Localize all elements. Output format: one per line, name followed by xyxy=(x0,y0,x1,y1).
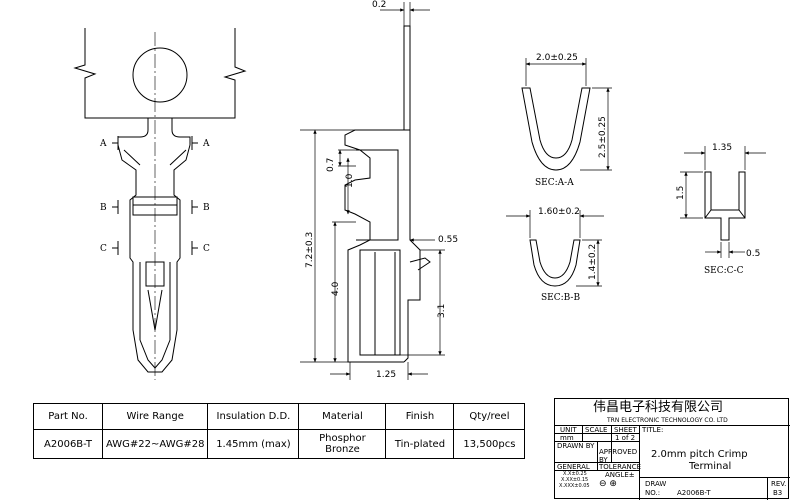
sec-aa-height: 2.5±0.25 xyxy=(598,116,608,158)
cell-material: Phosphor Bronze xyxy=(298,429,387,459)
dim-barrel-outer-height: 0.7 xyxy=(326,158,336,172)
sheet-label: SHEET xyxy=(614,426,637,434)
tolerance-label: TOLERANCE xyxy=(599,463,642,471)
sec-bb-height: 1.4±0.2 xyxy=(588,244,598,280)
section-label-b-left: B xyxy=(100,203,107,213)
section-bb xyxy=(529,239,581,287)
dim-tab-length: 3.1 xyxy=(437,304,447,318)
title-line2: Terminal xyxy=(689,461,732,472)
title-line1: 2.0mm pitch Crimp xyxy=(651,449,748,460)
sec-cc-height: 1.5 xyxy=(676,186,686,200)
cell-wire-range: AWG#22~AWG#28 xyxy=(101,429,209,459)
rev-value: B3 xyxy=(773,489,783,497)
dim-top-thickness: 0.2 xyxy=(372,0,386,10)
projection-icon: ⊖ ⊕ xyxy=(599,479,617,489)
unit-label: UNIT xyxy=(560,426,577,434)
sheet-value: 1 of 2 xyxy=(615,434,636,442)
sec-bb-title: SEC:B-B xyxy=(541,293,580,303)
pilot-hole xyxy=(132,47,188,103)
section-cut-markers xyxy=(112,136,198,255)
section-aa-dimensions xyxy=(525,58,612,171)
draw-no-label: DRAW NO.: xyxy=(645,480,667,497)
side-view xyxy=(344,25,431,363)
dim-total-length: 7.2±0.3 xyxy=(305,232,315,268)
section-aa xyxy=(521,87,591,171)
dim-barrel-inner-height: 1.0 xyxy=(345,173,355,188)
header-insulation: Insulation D.D. xyxy=(207,403,300,430)
section-label-a-left: A xyxy=(99,139,107,149)
tol-2: X.XX±0.15 xyxy=(561,477,589,483)
header-part-no: Part No. xyxy=(33,403,103,430)
approved-by: APPROVED BY xyxy=(599,448,638,464)
cell-finish: Tin-plated xyxy=(385,429,455,459)
section-label-b-right: B xyxy=(203,203,210,213)
unit-value: mm xyxy=(560,434,574,442)
side-view-dimensions xyxy=(300,2,445,380)
spec-table-header: Part No. Wire Range Insulation D.D. Mate… xyxy=(33,403,526,430)
title-label: TITLE: xyxy=(642,426,664,434)
sec-aa-width: 2.0±0.25 xyxy=(536,53,578,63)
rev-label: REV. xyxy=(771,480,787,488)
section-label-c-left: C xyxy=(100,244,107,254)
cell-insulation: 1.45mm (max) xyxy=(207,429,300,459)
sec-cc-width: 1.35 xyxy=(712,143,732,153)
sec-aa-title: SEC:A-A xyxy=(535,178,574,188)
drawn-by: DRAWN BY xyxy=(557,442,595,450)
section-bb-dimensions xyxy=(506,210,604,287)
sec-cc-title: SEC:C-C xyxy=(704,266,744,276)
dim-contact-length: 4.0 xyxy=(331,281,341,296)
general-label: GENERAL xyxy=(557,463,590,471)
sec-cc-slot: 0.5 xyxy=(746,249,760,259)
spec-table-row: A2006B-T AWG#22~AWG#28 1.45mm (max) Phos… xyxy=(33,429,526,459)
angle-label: ANGLE± xyxy=(605,471,635,479)
cell-material-line2: Bronze xyxy=(325,444,360,455)
dim-contact-width: 1.25 xyxy=(376,370,396,380)
tol-3: X.XXX±0.05 xyxy=(559,483,590,489)
sec-bb-width: 1.60±0.2 xyxy=(538,207,580,217)
header-finish: Finish xyxy=(385,403,455,430)
company-cn: 伟昌电子科技有限公司 xyxy=(593,400,724,415)
header-wire-range: Wire Range xyxy=(101,403,209,430)
section-cc xyxy=(704,171,746,241)
dim-tab-width: 0.55 xyxy=(438,235,458,245)
front-view xyxy=(73,28,247,373)
draw-no-value: A2006B-T xyxy=(677,489,711,497)
section-label-a-right: A xyxy=(202,139,210,149)
cell-qty: 13,500pcs xyxy=(453,429,526,459)
section-cc-dimensions xyxy=(680,146,766,258)
header-qty: Qty/reel xyxy=(453,403,526,430)
cell-part-no: A2006B-T xyxy=(33,429,103,459)
section-label-c-right: C xyxy=(203,244,210,254)
title-block: 伟昌电子科技有限公司 TRN ELECTRONIC TECHNOLOGY CO.… xyxy=(554,398,790,500)
spec-table: Part No. Wire Range Insulation D.D. Mate… xyxy=(33,403,526,459)
scale-label: SCALE xyxy=(585,426,608,434)
tol-1: X.X±0.25 xyxy=(563,471,587,477)
cell-material-line1: Phosphor xyxy=(319,433,366,444)
header-material: Material xyxy=(298,403,387,430)
company-en: TRN ELECTRONIC TECHNOLOGY CO. LTD xyxy=(607,417,728,424)
